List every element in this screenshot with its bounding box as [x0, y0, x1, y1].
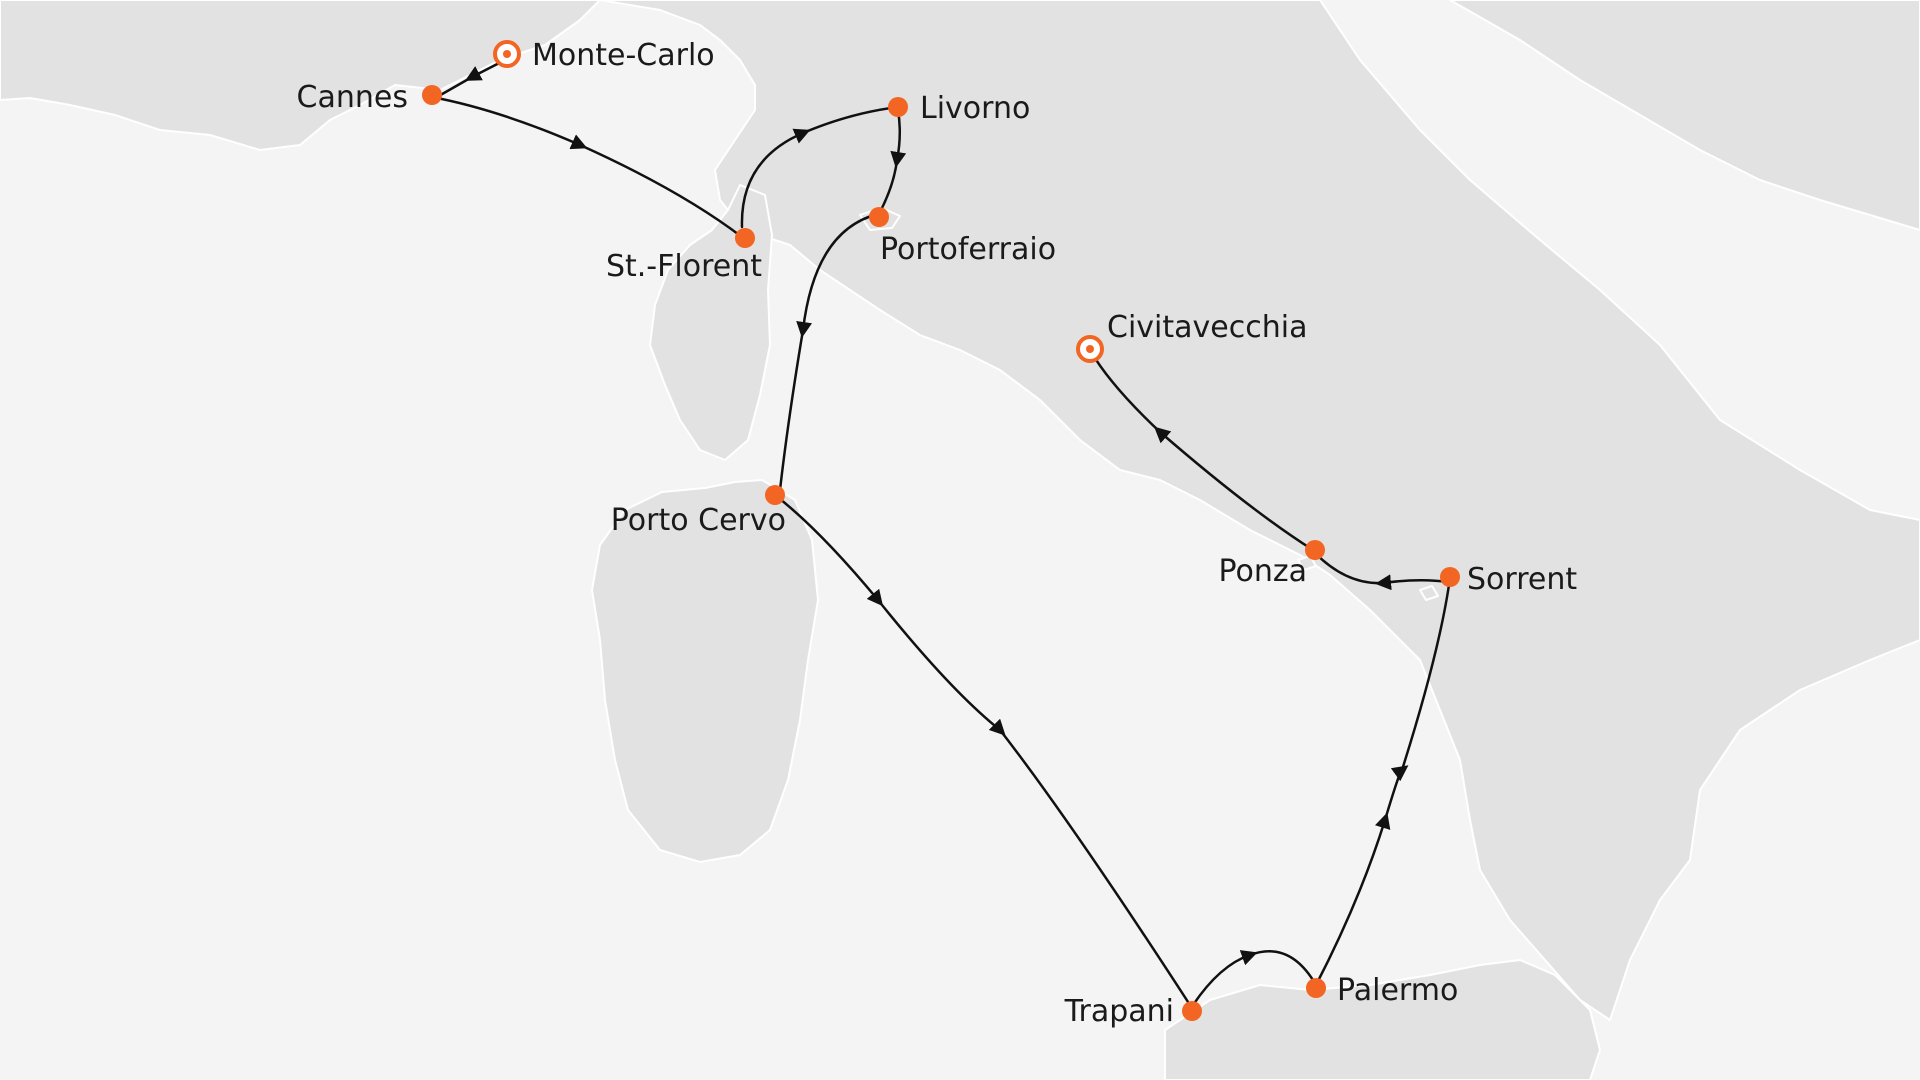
port-marker-icon [1440, 567, 1460, 587]
port-monte-carlo[interactable]: Monte-Carlo [493, 38, 715, 73]
embark-port-icon-center [503, 50, 511, 58]
port-marker-icon [1306, 978, 1326, 998]
port-palermo[interactable]: Palermo [1306, 973, 1458, 1008]
port-label: Sorrent [1467, 562, 1577, 597]
route-leg-monte-carlo-cannes [435, 57, 509, 99]
port-st-florent[interactable]: St.-Florent [606, 228, 762, 284]
ports: Monte-Carlo Cannes St.-Florent Livorno P… [297, 38, 1578, 1029]
port-porto-cervo[interactable]: Porto Cervo [611, 485, 786, 538]
port-cannes[interactable]: Cannes [297, 80, 442, 115]
route-leg-portoferraio-porto-cervo [778, 212, 880, 492]
port-marker-icon [888, 97, 908, 117]
port-label: Civitavecchia [1107, 310, 1307, 345]
port-portoferraio[interactable]: Portoferraio [869, 207, 1056, 267]
port-label: Porto Cervo [611, 503, 786, 538]
port-label: Cannes [297, 80, 408, 115]
port-marker-icon [869, 207, 889, 227]
route-leg-cannes-st-florent [430, 95, 744, 239]
port-label: Palermo [1337, 973, 1458, 1008]
port-marker-icon [1182, 1001, 1202, 1021]
port-label: Trapani [1064, 994, 1174, 1029]
route [430, 57, 1452, 1007]
port-label: Livorno [920, 91, 1030, 126]
port-label: Ponza [1218, 554, 1307, 589]
port-marker-icon [1305, 540, 1325, 560]
land-balkans [1449, 0, 1920, 231]
route-leg-livorno-portoferraio [878, 108, 907, 214]
port-marker-icon [735, 228, 755, 248]
port-label: Monte-Carlo [532, 38, 715, 73]
port-livorno[interactable]: Livorno [888, 91, 1030, 126]
port-ponza[interactable]: Ponza [1218, 540, 1325, 589]
port-civitavecchia[interactable]: Civitavecchia [1076, 310, 1307, 363]
land-capri-islet [1419, 585, 1439, 601]
land-ponza-islet [1297, 555, 1317, 571]
route-leg-ponza-civitavecchia [1088, 348, 1315, 552]
port-trapani[interactable]: Trapani [1064, 994, 1202, 1029]
port-label: St.-Florent [606, 249, 762, 284]
route-leg-palermo-sorrent [1314, 576, 1452, 987]
route-leg-st-florent-livorno [740, 105, 900, 229]
land-france [0, 0, 601, 151]
port-sorrent[interactable]: Sorrent [1440, 562, 1577, 597]
port-marker-icon [765, 485, 785, 505]
land-sicily [1164, 959, 1601, 1080]
land-italy [599, 0, 1920, 1021]
land-corsica [649, 184, 773, 461]
route-leg-sorrent-ponza [1313, 551, 1450, 591]
route-leg-porto-cervo-trapani [773, 493, 1192, 1007]
port-label: Portoferraio [880, 232, 1056, 267]
disembark-port-icon-center [1086, 345, 1094, 353]
route-leg-trapani-palermo [1191, 950, 1318, 1007]
land-sardinia [591, 479, 819, 863]
port-marker-icon [422, 85, 442, 105]
